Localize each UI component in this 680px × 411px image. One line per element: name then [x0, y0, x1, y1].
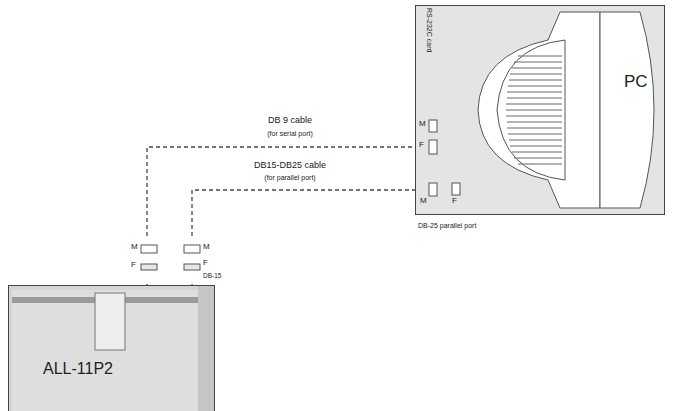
port-connector — [141, 264, 157, 270]
port-connector — [184, 245, 200, 253]
cable-note: (for parallel port) — [210, 174, 370, 182]
socket-slot — [95, 293, 125, 350]
port-connector — [429, 183, 437, 196]
programmer-box: ALL-11P2 — [8, 285, 215, 411]
computer-box: PC — [415, 5, 665, 215]
gender-mark: F — [131, 261, 136, 270]
computer-name: PC — [624, 72, 648, 92]
device-side — [198, 286, 214, 411]
port-label: DB-15 — [203, 272, 221, 279]
monitor-screen — [497, 40, 565, 180]
gender-mark: M — [420, 197, 427, 206]
cable-label: DB 9 cable — [210, 116, 370, 126]
gender-mark: M — [131, 243, 138, 252]
port-connector — [452, 183, 460, 195]
cable-label: DB15-DB25 cable — [210, 161, 370, 171]
port-label: DB-25 parallel port — [418, 222, 476, 230]
port-connector — [184, 264, 200, 270]
monitor-front — [600, 12, 654, 208]
gender-mark: F — [203, 259, 208, 268]
monitor-body — [478, 12, 600, 208]
gender-mark: F — [452, 197, 457, 206]
device-panel — [12, 290, 198, 411]
device-housing — [8, 285, 215, 411]
cable-note: (for serial port) — [210, 130, 370, 138]
background-patch — [138, 238, 204, 284]
gender-mark: M — [419, 120, 426, 129]
port-connector — [429, 140, 437, 154]
cable-line — [192, 190, 415, 285]
port-connector — [429, 120, 437, 132]
pc-housing — [415, 5, 665, 215]
port-connector — [141, 245, 157, 253]
gender-mark: M — [203, 243, 210, 252]
card-label: RS-232C card — [425, 8, 433, 52]
programmer-name: ALL-11P2 — [43, 360, 113, 378]
cable-line — [147, 147, 415, 285]
screen-lines — [506, 56, 562, 164]
gender-mark: F — [419, 141, 424, 150]
